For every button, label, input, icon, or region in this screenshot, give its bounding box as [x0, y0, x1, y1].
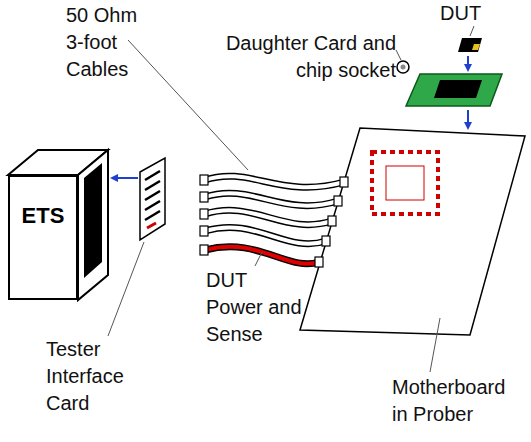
- place-arrow: [467, 56, 469, 70]
- motherboard-label: Motherboard in Prober: [392, 374, 526, 428]
- tester-cabinet: [8, 150, 108, 300]
- insert-arrow: [112, 177, 138, 179]
- leader-lines: [108, 26, 474, 372]
- daughter-card-label: Daughter Card and chip socket: [200, 30, 396, 84]
- interface-card: [140, 158, 165, 240]
- coax-cables: [200, 175, 348, 267]
- interface-card-label: Tester Interface Card: [46, 336, 146, 417]
- cable-label: 50 Ohm 3-foot Cables: [66, 2, 146, 83]
- power-sense-label: DUT Power and Sense: [206, 267, 306, 348]
- dut-label: DUT: [440, 0, 500, 27]
- motherboard: [300, 128, 525, 335]
- tester-front: ETS: [8, 175, 78, 300]
- dut-chip: [458, 38, 482, 52]
- daughter-card: [397, 61, 502, 106]
- place-arrow: [467, 110, 469, 128]
- tester-name: ETS: [18, 203, 69, 229]
